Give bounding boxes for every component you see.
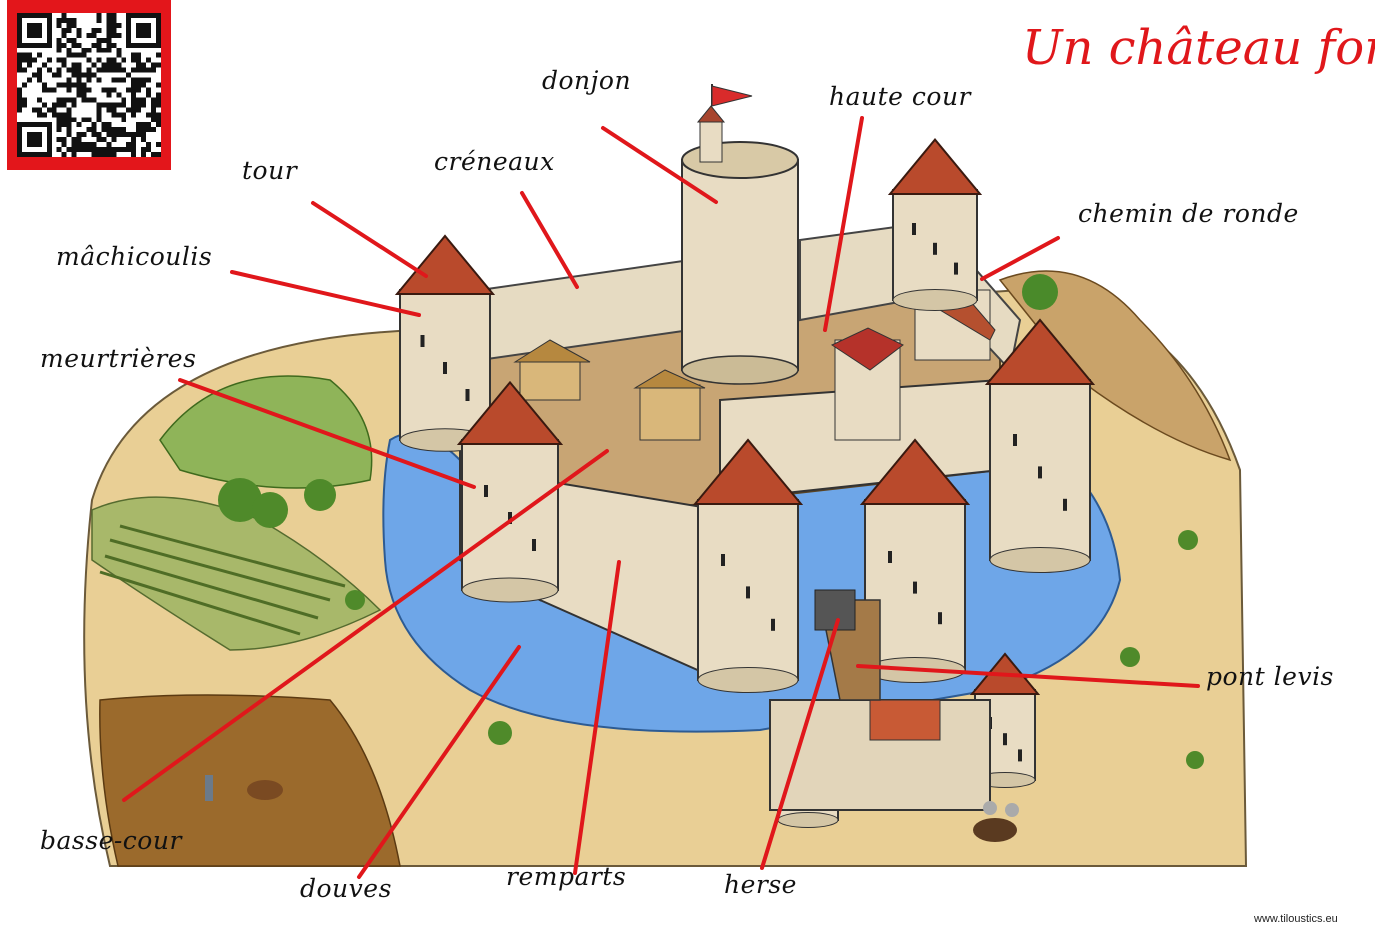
qr-code[interactable] xyxy=(7,0,171,170)
label-tour: tour xyxy=(242,156,298,185)
flag-icon xyxy=(711,85,753,107)
label-douves: douves xyxy=(300,874,392,903)
label-pont-levis: pont levis xyxy=(1206,662,1334,691)
leader-line-machicoulis xyxy=(230,270,421,317)
page-title: Un château fort xyxy=(1022,20,1375,76)
label-creneaux: créneaux xyxy=(434,147,555,176)
label-basse-cour: basse-cour xyxy=(40,826,182,855)
leader-line-pont-levis xyxy=(856,664,1200,688)
leader-line-basse-cour xyxy=(122,449,609,802)
label-chemin-de-ronde: chemin de ronde xyxy=(1078,199,1299,228)
label-herse: herse xyxy=(724,870,797,899)
tower-roof xyxy=(887,138,983,195)
label-remparts: remparts xyxy=(506,862,627,891)
leader-line-haute-cour xyxy=(823,116,864,332)
leader-line-donjon xyxy=(601,126,718,204)
tower-roof xyxy=(692,438,804,505)
tower-roof xyxy=(456,380,564,445)
tower-roof xyxy=(394,234,496,295)
label-haute-cour: haute cour xyxy=(829,82,971,111)
label-machicoulis: mâchicoulis xyxy=(56,242,213,271)
leader-line-creneaux xyxy=(520,191,579,289)
label-meurtrieres: meurtrières xyxy=(40,344,197,373)
leader-line-remparts xyxy=(573,560,621,875)
leader-line-chemin-de-ronde xyxy=(980,236,1060,281)
site-credit[interactable]: www.tiloustics.eu xyxy=(1254,913,1338,925)
tower-roof xyxy=(984,318,1096,385)
leader-line-herse xyxy=(760,618,840,870)
leader-line-douves xyxy=(357,645,521,879)
leader-line-meurtrieres xyxy=(178,378,476,489)
leader-line-tour xyxy=(311,201,428,278)
label-donjon: donjon xyxy=(542,66,632,95)
qr-code-icon xyxy=(17,13,161,157)
tower-roof xyxy=(859,438,971,505)
